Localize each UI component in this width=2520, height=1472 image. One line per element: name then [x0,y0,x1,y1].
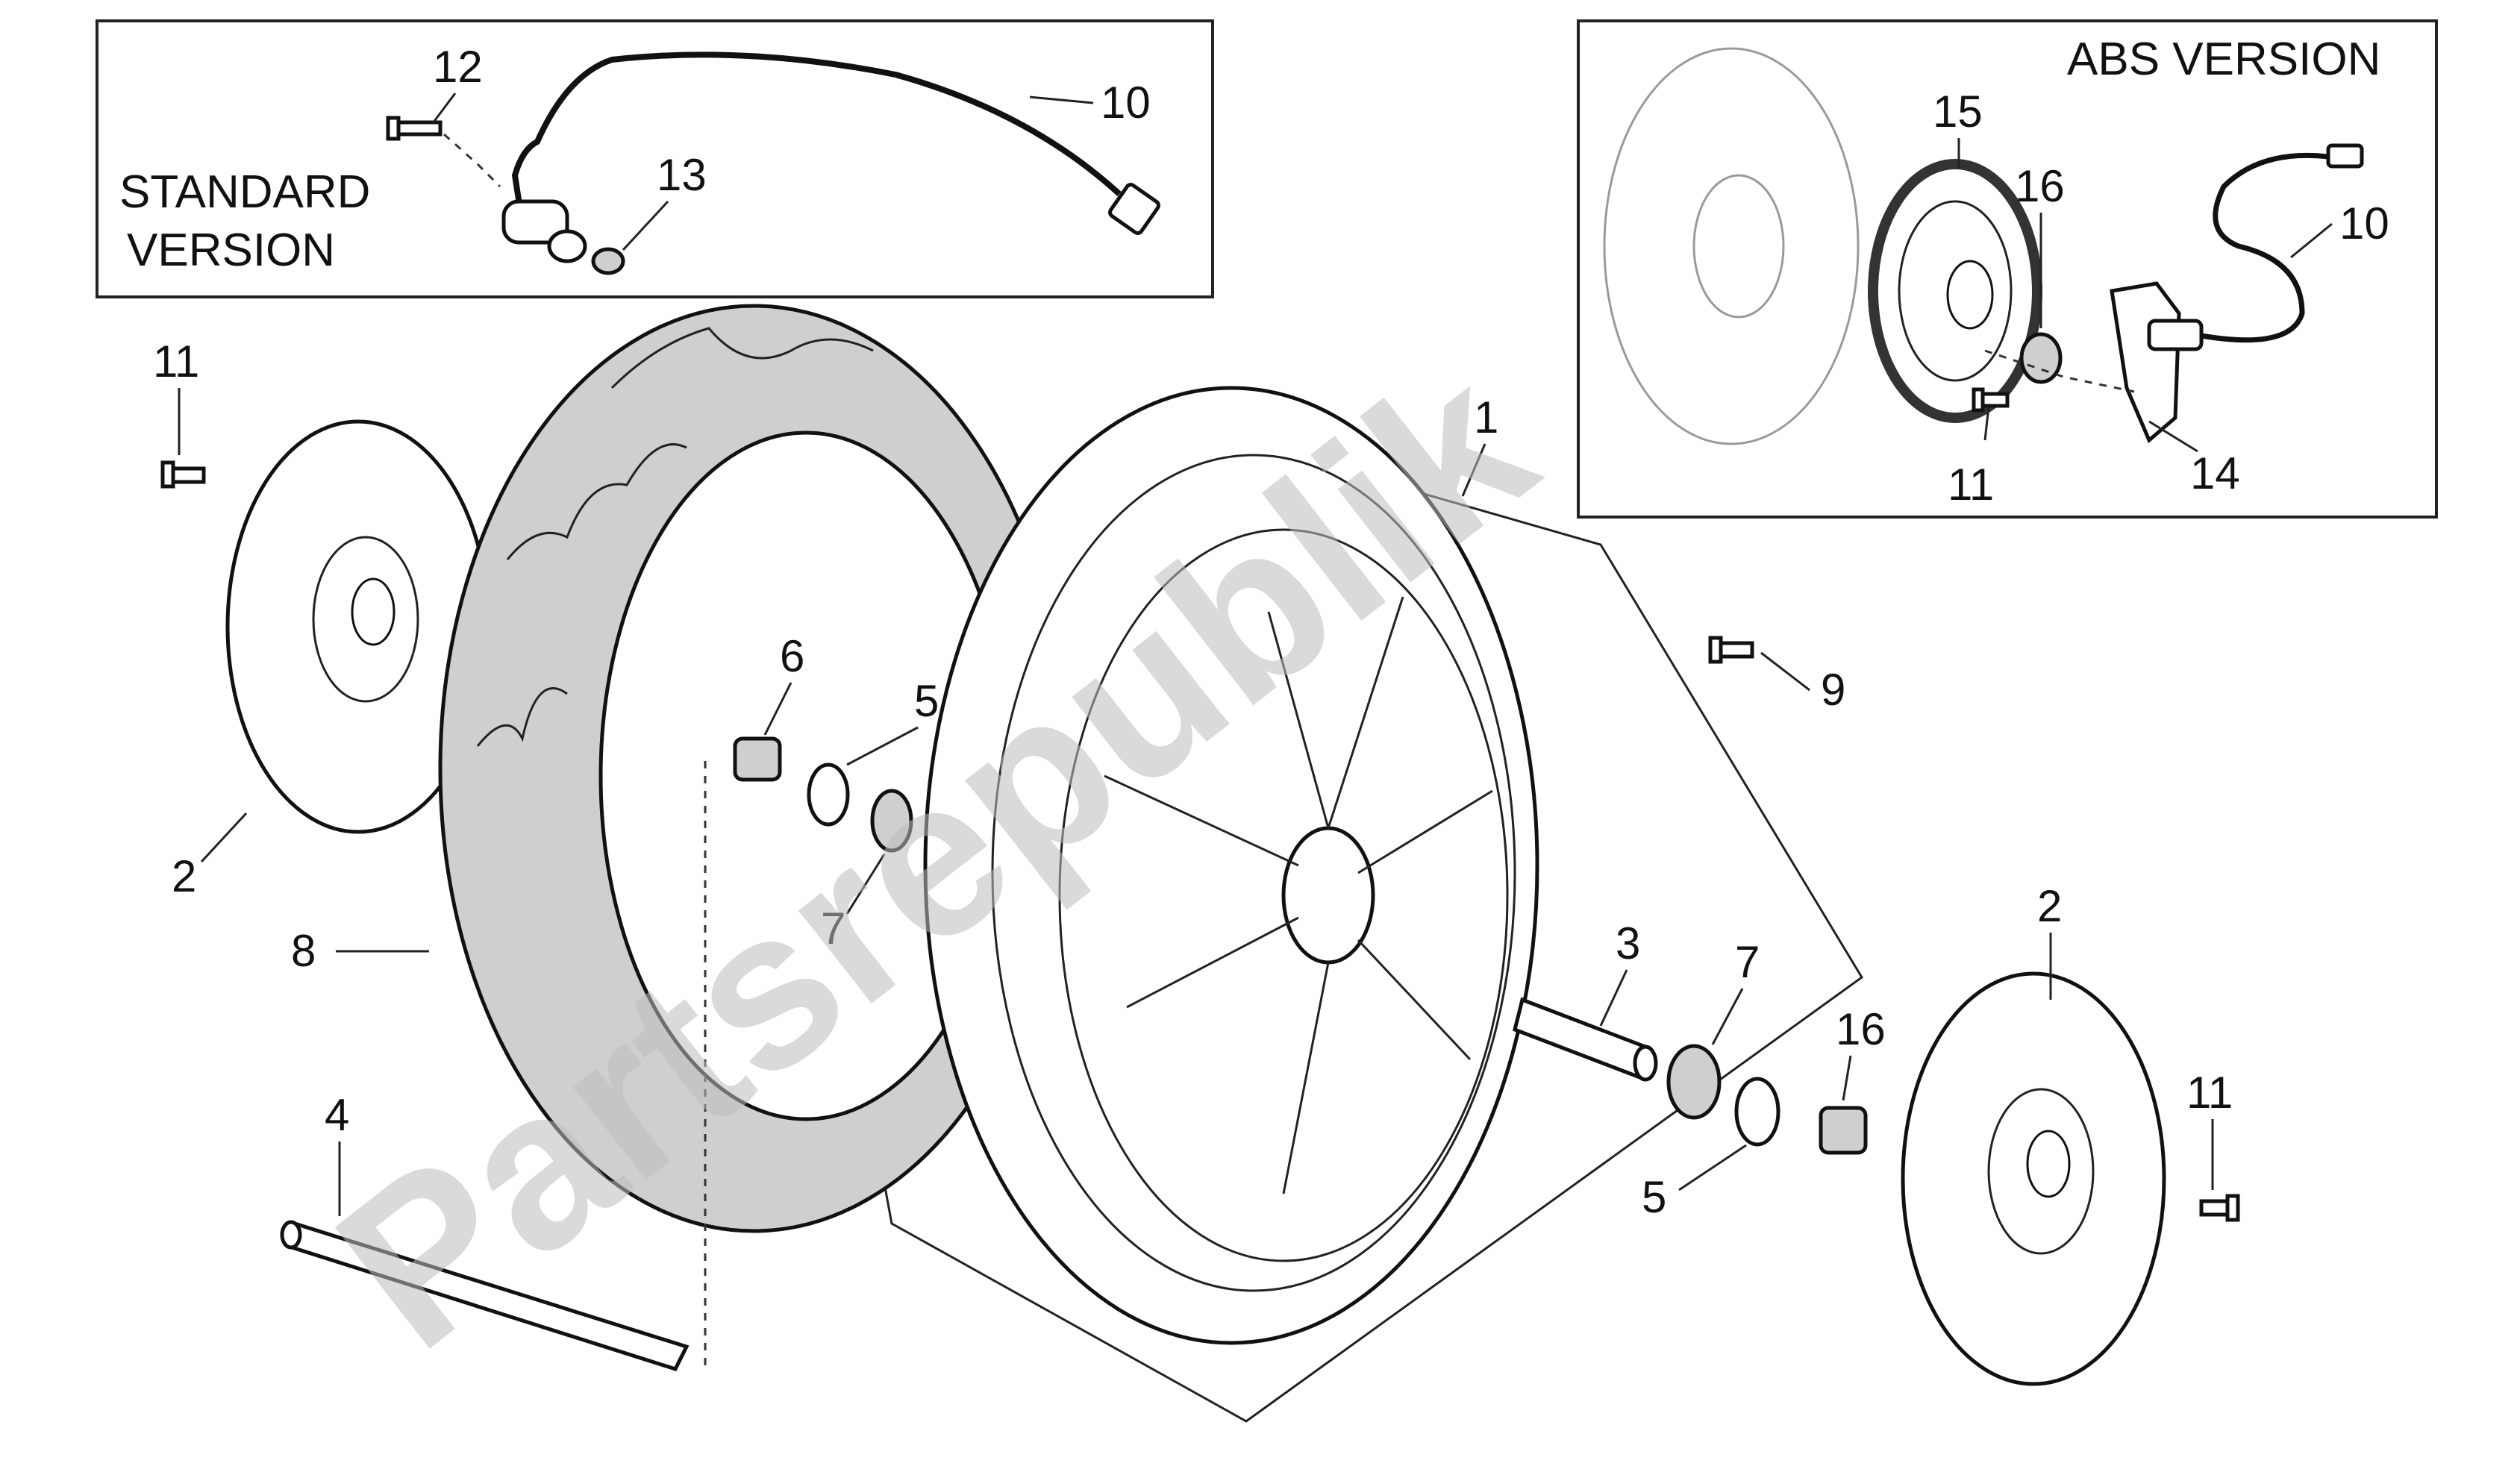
callout-7-left: 7 [821,903,845,953]
callout-15: 15 [1933,87,1983,137]
sensor-body [501,199,587,263]
leader-11-abs [1983,406,1990,441]
brake-disc-right [1901,971,2166,1386]
standard-version-label-line1: STANDARD [119,166,370,218]
spacer-6 [733,736,782,782]
wheel-rim-1 [923,386,1539,1345]
callout-16-abs: 16 [2015,161,2065,211]
callout-8: 8 [291,926,316,976]
callout-2-right: 2 [2037,881,2062,931]
seal-5-right [1734,1077,1780,1147]
leader-9 [1760,651,1810,692]
screw-11-left [160,460,206,489]
abs-tone-ring-15 [1868,159,2042,423]
standard-inset-frame [96,19,1214,298]
screw-12-guide [443,133,501,188]
callout-13: 13 [657,150,707,200]
tyre-tread-line [610,327,874,389]
leader-5-right [1678,1144,1747,1191]
sensor-cable-10 [511,51,1122,225]
callout-11-right: 11 [2186,1068,2233,1118]
grommet-13 [591,247,625,275]
callout-2-left: 2 [172,851,196,901]
wheel-spokes [1104,596,1493,1194]
callout-9: 9 [1821,665,1845,715]
brake-disc-left [225,419,491,834]
leader-5-left [846,726,919,766]
leader-7-left [845,854,886,915]
standard-version-inset: STANDARD VERSION 12 13 10 [96,19,1214,298]
callout-11-left: 11 [153,336,199,386]
screw-12 [386,116,443,141]
wheel-axle-4 [280,1220,690,1372]
leader-10-standard [1029,95,1094,104]
leader-13 [622,200,669,251]
abs-version-label: ABS VERSION [2067,34,2380,85]
screw-11-abs [1972,387,2010,413]
tone-ring-inner [1898,200,2013,382]
spacer-16-right [1819,1106,1868,1155]
seal-5-left [807,762,850,827]
callout-5-left: 5 [914,676,939,726]
leader-14 [2148,420,2198,453]
sensor-cable-10-abs [2201,152,2329,343]
callout-10-standard: 10 [1101,78,1151,128]
abs-cable-connector [2326,143,2364,169]
standard-version-label-line2: VERSION [127,225,335,276]
callout-14: 14 [2190,448,2240,498]
abs-brake-disc [1603,47,1860,445]
leader-2-left [200,812,248,863]
spacer-16-abs [2019,332,2063,384]
callout-12: 12 [433,42,483,92]
screw-9 [1708,636,1754,664]
leader-1 [1461,443,1486,497]
sensor-bracket-14 [2110,281,2181,444]
spacer-tube-3 [1513,997,1658,1082]
bearing-7-right [1666,1044,1722,1120]
leader-6 [763,682,792,736]
leader-12 [431,93,457,124]
callout-5-right: 5 [1642,1172,1666,1222]
callout-3: 3 [1616,918,1640,968]
leader-16-right [1842,1055,1852,1101]
callout-1: 1 [1474,392,1498,442]
callout-16-right: 16 [1836,1004,1886,1054]
screw-11-right [2199,1194,2240,1222]
callout-6: 6 [780,631,804,681]
cable-connector [1108,183,1160,235]
callout-11-abs: 11 [1948,460,1994,510]
callout-10-abs: 10 [2339,198,2389,248]
callout-7-right: 7 [1735,937,1760,987]
bearing-7-left [870,789,913,853]
abs-sensor [2147,319,2204,351]
callout-4: 4 [325,1090,349,1140]
abs-version-inset: ABS VERSION 15 16 10 11 14 [1577,19,2438,519]
abs-inset-frame [1577,19,2438,519]
leader-3 [1599,969,1628,1027]
leader-7-right [1711,988,1744,1045]
leader-10-abs [2290,222,2333,259]
